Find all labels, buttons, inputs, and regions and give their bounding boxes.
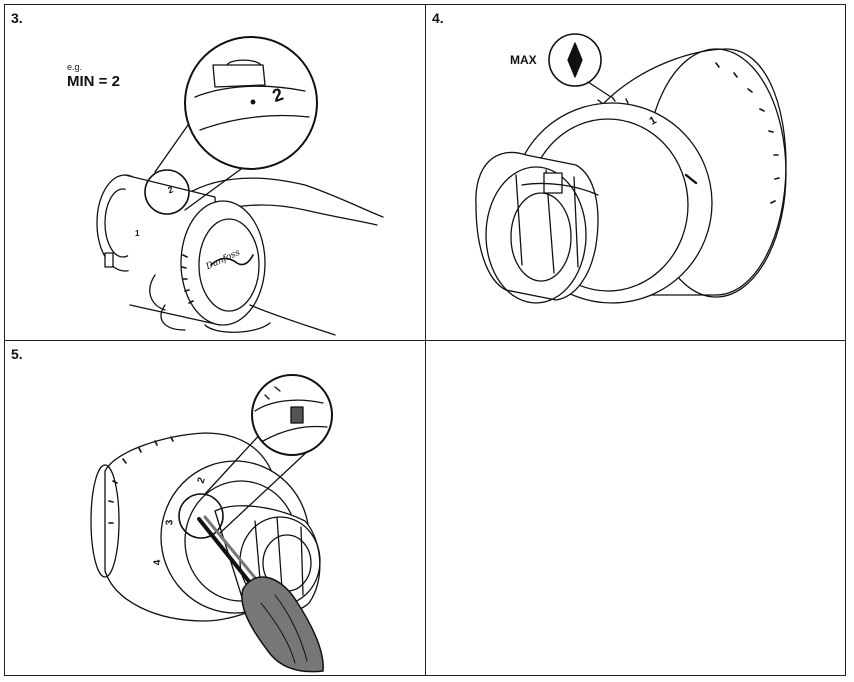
panel-step-5: 5. <box>4 340 426 676</box>
screwdriver-lock-illustration <box>90 374 333 673</box>
max-setting-label: MAX <box>510 53 537 67</box>
thermostat-max-setting-illustration <box>475 33 787 304</box>
step-number: 3. <box>11 10 23 26</box>
instruction-grid: 3. e.g. MIN = 2 <box>4 4 846 676</box>
panel-step-3: 3. e.g. MIN = 2 <box>4 4 426 341</box>
dial-digit-4: 4 <box>152 559 164 566</box>
panel-step-4: 4. MAX <box>425 4 846 341</box>
thermostat-min-setting-illustration <box>96 36 384 336</box>
dial-digit-1: 1 <box>135 229 140 238</box>
panel-empty <box>425 340 846 676</box>
step-number: 5. <box>11 346 23 362</box>
example-label: e.g. <box>67 62 83 72</box>
step-number: 4. <box>432 10 444 26</box>
min-setting-label: MIN = 2 <box>67 73 120 90</box>
dial-digit-3: 3 <box>164 519 176 526</box>
